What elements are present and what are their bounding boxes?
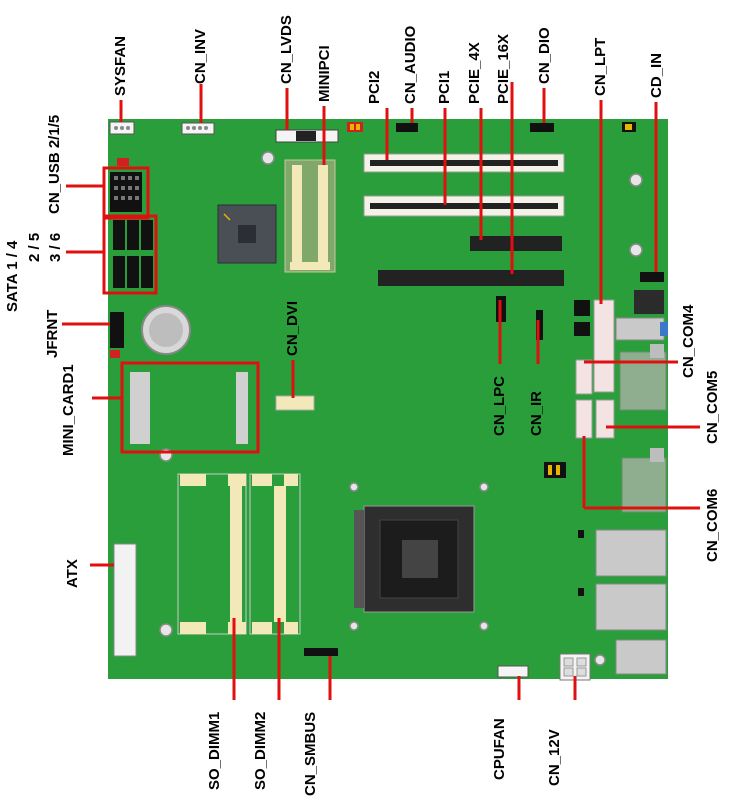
sysfan-connector xyxy=(109,121,135,135)
label-cn-com4: CN_COM4 xyxy=(680,304,697,378)
label-cn-com5: CN_COM5 xyxy=(704,370,721,444)
label-cn-smbus: CN_SMBUS xyxy=(302,711,319,796)
label-cn-ir: CN_IR xyxy=(528,390,545,436)
cn-12v-connector xyxy=(559,653,591,681)
label-cn-dio: CN_DIO xyxy=(536,27,553,84)
label-cd-in: CD_IN xyxy=(648,52,665,98)
label-pcie-4x: PCIE_4X xyxy=(466,42,483,104)
pci-slots xyxy=(363,153,565,217)
label-cn-inv: CN_INV xyxy=(192,28,209,84)
lan-usb-rear xyxy=(578,529,667,675)
label-cn-12v: CN_12V xyxy=(546,729,563,786)
cn-dio-header xyxy=(530,123,554,132)
pcie-16x-slot xyxy=(378,270,564,286)
lpt-area-headers xyxy=(574,300,590,336)
jfrnt-header xyxy=(110,312,124,348)
cn-dvi-connector xyxy=(275,395,315,411)
cpu-socket xyxy=(354,505,475,613)
pcie-4x-slot xyxy=(470,236,562,251)
atx-connector xyxy=(113,543,137,657)
label-cn-com6: CN_COM6 xyxy=(704,488,721,562)
leader-lines xyxy=(62,82,700,700)
cd-in-jumper xyxy=(622,122,636,132)
left-jumper xyxy=(110,350,120,358)
pci2-jumper xyxy=(347,122,363,132)
label-pci2: PCI2 xyxy=(366,70,383,104)
sata-highlight-box xyxy=(102,214,158,295)
rear-io-upper xyxy=(615,272,668,341)
label-sata-line-3: 3 / 6 xyxy=(47,232,64,262)
cn-inv-connector xyxy=(181,122,215,135)
label-cpufan: CPUFAN xyxy=(491,718,508,780)
label-sata-line-1: SATA 1 / 4 xyxy=(4,240,21,312)
so-dimm-slots xyxy=(177,473,301,635)
label-sysfan: SYSFAN xyxy=(112,35,129,96)
label-atx: ATX xyxy=(64,559,81,588)
com-jumpers xyxy=(544,462,566,478)
minipci-slot xyxy=(284,159,336,273)
cn-lvds-connector xyxy=(275,129,339,143)
label-pci1: PCI1 xyxy=(436,70,453,104)
label-cn-lvds: CN_LVDS xyxy=(278,15,295,84)
label-cn-lpt: CN_LPT xyxy=(592,37,609,96)
cn-lpt-connector xyxy=(593,299,615,393)
sata-connectors xyxy=(113,220,153,288)
mini-card-slot xyxy=(126,368,254,448)
label-minipci: MINIPCI xyxy=(316,45,333,102)
mini-card-highlight-box xyxy=(120,361,260,454)
label-pcie-16x: PCIE_16X xyxy=(495,33,512,104)
usb-headers xyxy=(110,158,142,212)
label-cn-dvi: CN_DVI xyxy=(284,300,301,356)
label-so-dimm2: SO_DIMM2 xyxy=(252,711,269,790)
cpufan-connector xyxy=(497,665,529,678)
label-cn-lpc: CN_LPC xyxy=(491,375,508,436)
label-so-dimm1: SO_DIMM1 xyxy=(206,711,223,790)
label-cn-usb: CN_USB 2/1/5 xyxy=(46,114,63,214)
label-sata-line-2: 2 / 5 xyxy=(26,232,43,262)
cn-audio-header xyxy=(396,123,418,132)
label-cn-audio: CN_AUDIO xyxy=(402,25,419,104)
chipset xyxy=(217,204,277,264)
coin-battery xyxy=(141,305,191,355)
cn-smbus-header xyxy=(304,648,338,656)
usb-highlight-box xyxy=(102,166,150,220)
label-jfrnt: JFRNT xyxy=(44,309,61,358)
label-mini-card1: MINI_CARD1 xyxy=(60,364,77,456)
